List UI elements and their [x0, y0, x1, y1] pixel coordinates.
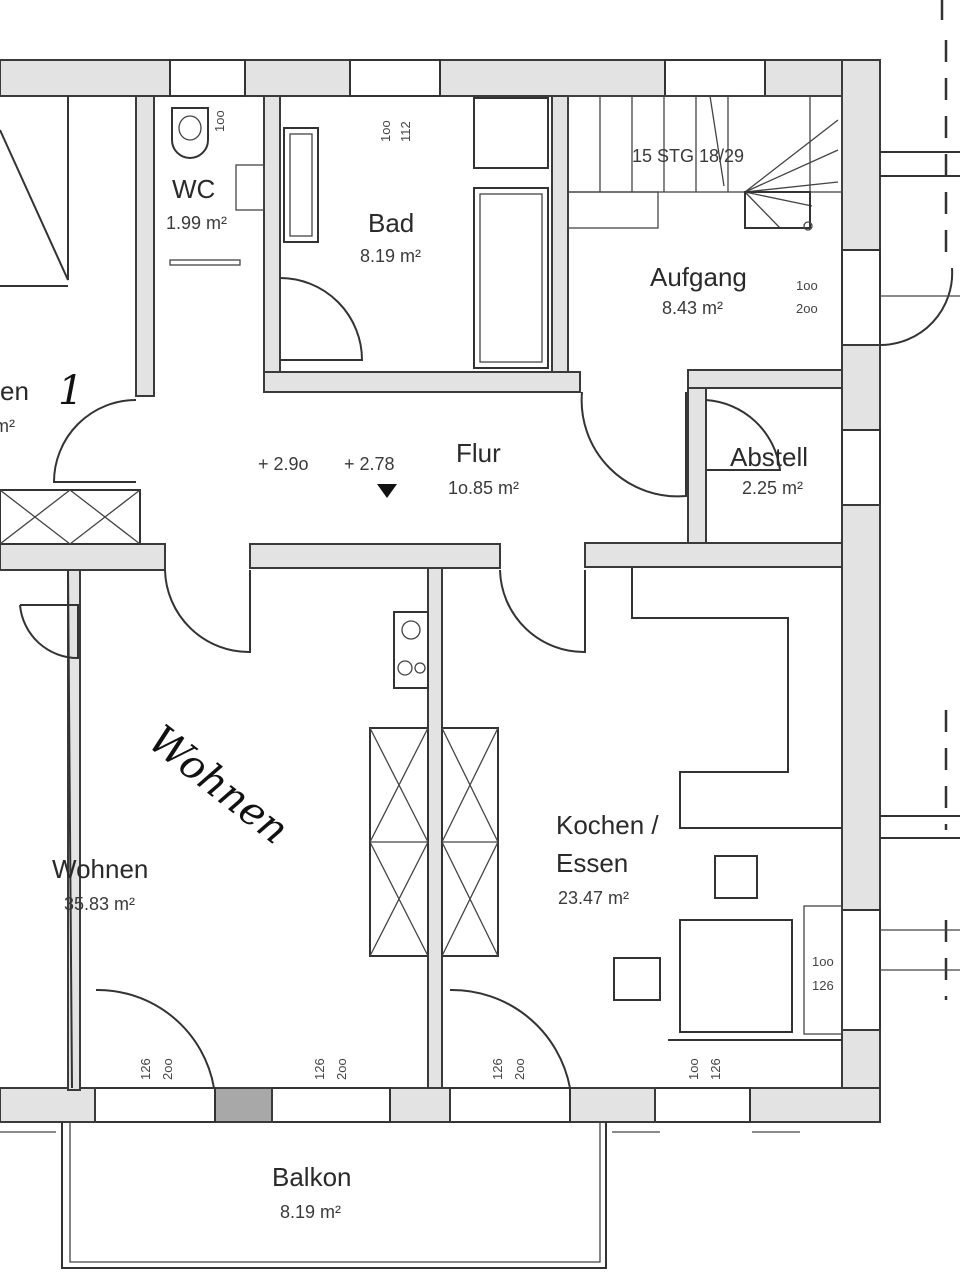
dim-kochen-window-right-2: 126 — [812, 978, 834, 993]
aufgang-name: Aufgang — [650, 262, 747, 292]
doors — [19, 267, 954, 1089]
dim-kochen-door-2: 2oo — [512, 1058, 527, 1080]
dim-wohnen-door-left-2: 2oo — [160, 1058, 175, 1080]
wohnen-area: 35.83 m² — [64, 894, 135, 914]
dim-aufgang-2: 2oo — [796, 301, 818, 316]
dim-wohnen-door-right-1: 126 — [312, 1058, 327, 1080]
kochen-name-2: Essen — [556, 848, 628, 878]
flur-level-2: + 2.78 — [344, 454, 395, 474]
level-marker-icon — [377, 484, 397, 498]
cut-room-name: en — [0, 376, 29, 406]
dimension-labels: 1oo 1oo 112 1oo 2oo 126 2oo 126 2oo 126 … — [138, 110, 834, 1080]
abstell-area: 2.25 m² — [742, 478, 803, 498]
wc-area: 1.99 m² — [166, 213, 227, 233]
interior-walls — [0, 95, 843, 1091]
dim-aufgang-1: 1oo — [796, 278, 818, 293]
dim-bad-window-2: 112 — [398, 121, 413, 142]
flur-area: 1o.85 m² — [448, 478, 519, 498]
balkon-area: 8.19 m² — [280, 1202, 341, 1222]
dim-wc-window: 1oo — [212, 110, 227, 132]
wohnen-name: Wohnen — [52, 854, 148, 884]
balcony — [0, 1122, 800, 1269]
cut-room-handwritten: 1 — [58, 368, 83, 414]
kochen-area: 23.47 m² — [558, 888, 629, 908]
dim-bad-window-1: 1oo — [378, 120, 393, 142]
bad-name: Bad — [368, 208, 414, 238]
wc-name: WC — [172, 174, 215, 204]
bad-area: 8.19 m² — [360, 246, 421, 266]
dim-wohnen-door-left-1: 126 — [138, 1058, 153, 1080]
stairs-label: 15 STG 18/29 — [632, 146, 744, 166]
aufgang-area: 8.43 m² — [662, 298, 723, 318]
dim-kochen-window-bottom-2: 126 — [708, 1058, 723, 1080]
dim-kochen-window-right-1: 1oo — [812, 954, 834, 969]
dim-wohnen-door-right-2: 2oo — [334, 1058, 349, 1080]
flur-name: Flur — [456, 438, 501, 468]
kochen-name-1: Kochen / — [556, 810, 659, 840]
wohnen-handwritten: Wohnen — [140, 717, 297, 854]
balkon-name: Balkon — [272, 1162, 352, 1192]
staircase — [567, 95, 843, 231]
cut-room-area: m² — [0, 416, 15, 436]
fixtures — [67, 95, 843, 1089]
dim-kochen-door-1: 126 — [490, 1058, 505, 1080]
dim-kochen-window-bottom-1: 1oo — [686, 1058, 701, 1080]
flur-level-1: + 2.9o — [258, 454, 309, 474]
abstell-name: Abstell — [730, 442, 808, 472]
outside-lines — [0, 0, 960, 1000]
